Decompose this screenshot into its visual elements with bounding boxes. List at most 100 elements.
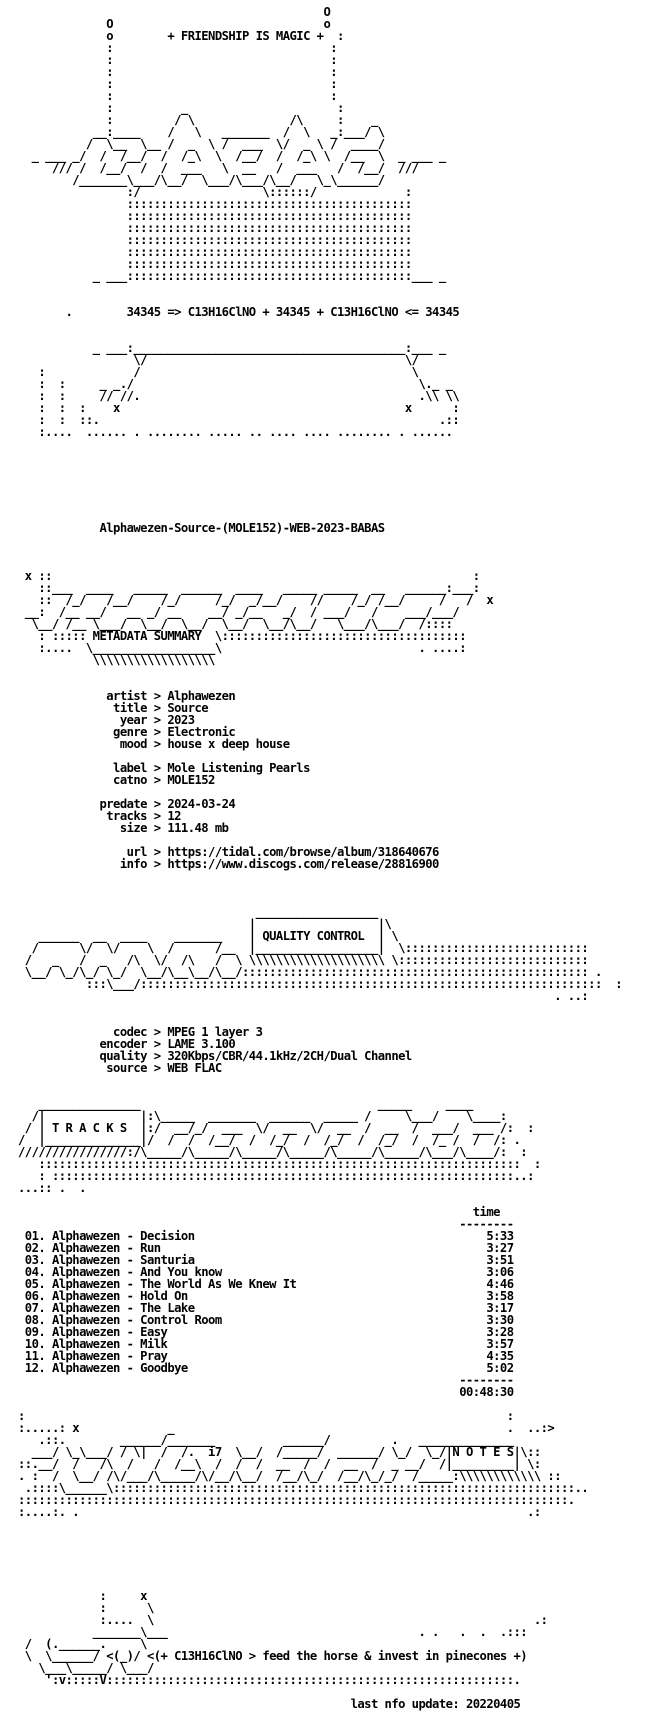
nfo-line: last nfo update: 20220405 <box>18 1697 521 1711</box>
nfo-line: genre > Electronic <box>18 725 236 739</box>
nfo-line: 02. Alphawezen - Run 3:27 <box>18 1241 514 1255</box>
nfo-line: -------- <box>18 1373 514 1387</box>
nfo-line: 12. Alphawezen - Goodbye 5:02 <box>18 1361 514 1375</box>
nfo-line: \__/ \_/\_/ \_/ \__/\__\__/\__/:::::::::… <box>18 965 603 979</box>
nfo-line: ::::::::::::::::::::::::::::::::::::::::… <box>18 221 413 235</box>
nfo-line: : : <box>18 77 338 91</box>
nfo-line: Alphawezen-Source-(MOLE152)-WEB-2023-BAB… <box>18 521 385 535</box>
nfo-line: _ ___ _/ / /__/ / /_\ \ /__/ / /_\ \ /__… <box>18 149 447 163</box>
nfo-line: url > https://tidal.com/browse/album/318… <box>18 845 440 859</box>
nfo-line: / | T R A C K S |:/ __/_/ ___ \/ __ \/ _… <box>18 1121 535 1135</box>
nfo-line: : : <box>18 41 338 55</box>
nfo-line: mood > house x deep house <box>18 737 290 751</box>
nfo-line: label > Mole Listening Pearls <box>18 761 310 775</box>
nfo-line: 08. Alphawezen - Control Room 3:30 <box>18 1313 514 1327</box>
nfo-line: | |\ <box>18 917 392 931</box>
nfo-line: artist > Alphawezen <box>18 689 236 703</box>
nfo-line: encoder > LAME 3.100 <box>18 1037 236 1051</box>
nfo-line: : : <box>18 65 338 79</box>
nfo-line: O o <box>18 17 331 31</box>
nfo-line: :.... ...... . ........ ..... .. .... ..… <box>18 425 453 439</box>
nfo-line: 10. Alphawezen - Milk 3:57 <box>18 1337 514 1351</box>
nfo-line: /| |:\_____ _______ ______ _____ / \___/… <box>18 1109 508 1123</box>
nfo-line: o + FRIENDSHIP IS MAGIC + : <box>18 29 344 43</box>
nfo-line: 11. Alphawezen - Pray 4:35 <box>18 1349 514 1363</box>
nfo-line: ::::::::::::::::::::::::::::::::::::::::… <box>18 245 413 259</box>
nfo-line: ':v:::::V:::::::::::::::::::::::::::::::… <box>18 1673 521 1687</box>
nfo-line: 07. Alphawezen - The Lake 3:17 <box>18 1301 514 1315</box>
nfo-line: ...:: . . <box>18 1181 86 1195</box>
nfo-line: ::::::::::::::::::::::::::::::::::::::::… <box>18 1157 541 1171</box>
nfo-line: /// / /__/ / / ___ \ __ / ___ / /__/ /// <box>18 161 419 175</box>
nfo-line: ::::::::::::::::::::::::::::::::::::::::… <box>18 233 413 247</box>
nfo-line: __: /__ __/ __ _/ __ __/ _/__ _/ / ___/ … <box>18 605 460 619</box>
nfo-line: 00:48:30 <box>18 1385 514 1399</box>
nfo-line: tracks > 12 <box>18 809 181 823</box>
nfo-line: ////////////////:/\_____/\_____/\_____/\… <box>18 1145 528 1159</box>
nfo-line: catno > MOLE152 <box>18 773 215 787</box>
nfo-line: ::::::::::::::::::::::::::::::::::::::::… <box>18 257 413 271</box>
nfo-line: : : : x x : <box>18 401 460 415</box>
nfo-line: title > Source <box>18 701 209 715</box>
nfo-line: year > 2023 <box>18 713 195 727</box>
nfo-line: 01. Alphawezen - Decision 5:33 <box>18 1229 514 1243</box>
nfo-line: 04. Alphawezen - And You know 3:06 <box>18 1265 514 1279</box>
nfo-line: O <box>18 5 331 19</box>
nfo-line: : : ::. .:: <box>18 413 460 427</box>
nfo-line: /_______\___/\__/ \___/\___/\__/ \_\____… <box>18 173 385 187</box>
nfo-line: ::.__/ / /\ / / /__\ / / / __ / / __ / _… <box>18 1457 541 1471</box>
nfo-line: codec > MPEG 1 layer 3 <box>18 1025 263 1039</box>
nfo-line: time <box>18 1205 501 1219</box>
nfo-text: O O o o + FRIENDSHIP IS MAGIC + : : : : … <box>18 5 623 1711</box>
nfo-line: / |______________|/ / / /__/ / /_/ / /_/… <box>18 1133 521 1147</box>
nfo-line: 09. Alphawezen - Easy 3:28 <box>18 1325 514 1339</box>
nfo-line: : ::::::::::::::::::::::::::::::::::::::… <box>18 1169 534 1183</box>
nfo-line: / \__ \__ / _ \ / ___ \/ _ \ / ____/ <box>18 137 385 151</box>
nfo-line: / \/ \/ \ / /__ |__________________| \::… <box>18 941 589 955</box>
nfo-line: __________________ <box>18 905 379 919</box>
nfo-line: ___/ \_\___/ / \| / /. i7 \__/ /_____/ _… <box>18 1445 542 1459</box>
nfo-line: / _ / _ /\ \/ /\ / \ \\\\\\\\\\\\\\\\\\\… <box>18 953 589 967</box>
nfo-line: 03. Alphawezen - Santuria 3:51 <box>18 1253 514 1267</box>
nfo-line: :: /_/ /__/ /_/ /_/ _/__/ // /_/ /__/ / … <box>18 593 494 607</box>
nfo-line: ::::::::::::::::::::::::::::::::::::::::… <box>18 209 413 223</box>
nfo-line: : _ : <box>18 101 344 115</box>
nfo-line: \__/ /__ \___/ \__/ \__/ \__/ \__/\__/ \… <box>18 617 453 631</box>
nfo-line: .::::\______\:::::::::::::::::::::::::::… <box>18 1481 589 1495</box>
nfo-line: : : // //. .\\ \\ <box>18 389 460 403</box>
nfo-line: . 34345 => C13H16ClNO + 34345 + C13H16Cl… <box>18 305 460 319</box>
nfo-line: .::. ______/_______ ______/ . __________… <box>18 1433 514 1447</box>
nfo-line: predate > 2024-03-24 <box>18 797 236 811</box>
nfo-line: : / \ /\ : _ <box>18 113 378 127</box>
nfo-line: ______ __ ____ _______ | QUALITY CONTROL… <box>18 929 399 943</box>
nfo-line: : x <box>18 1589 147 1603</box>
nfo-line: quality > 320Kbps/CBR/44.1kHz/2CH/Dual C… <box>18 1049 412 1063</box>
nfo-line: ::::::::::::::::::::::::::::::::::::::::… <box>18 197 413 211</box>
nfo-line: ::::::::::::::::::::::::::::::::::::::::… <box>18 1493 575 1507</box>
nfo-line: :.....: x _ . ..:> <box>18 1421 555 1435</box>
nfo-line: : : <box>18 89 338 103</box>
nfo-line: : / \ <box>18 365 419 379</box>
nfo-line: __:____ / \ _______ / \ _:___/ \ <box>18 125 385 139</box>
nfo-line: :....:. . .: <box>18 1505 541 1519</box>
nfo-line: : : _ _./ \._ _ <box>18 377 453 391</box>
nfo-line: :/ \::::::/ : <box>18 185 413 199</box>
nfo-line: _______________ _____ ____ <box>18 1097 473 1111</box>
nfo-line: 05. Alphawezen - The World As We Knew It… <box>18 1277 514 1291</box>
nfo-line: . : / \__/ /\/___/\_____/\/__/\__/ /__/\… <box>18 1469 562 1483</box>
nfo-line: source > WEB FLAC <box>18 1061 222 1075</box>
nfo-line: : ::::: METADATA SUMMARY \::::::::::::::… <box>18 629 466 643</box>
nfo-line: :::\___/::::::::::::::::::::::::::::::::… <box>18 977 623 991</box>
nfo-line: :.... \__________________\ . ....: <box>18 641 466 655</box>
nfo-line: -------- <box>18 1217 514 1231</box>
nfo-line: \\\\\\\\\\\\\\\\\\ <box>18 653 216 667</box>
nfo-line: . ..: <box>18 989 589 1003</box>
nfo-line: x :: : <box>18 569 480 583</box>
nfo-line: : : <box>18 53 338 67</box>
nfo-line: ::___ ____ _____ ______ ____ _____ _____… <box>18 581 480 595</box>
nfo-line: 06. Alphawezen - Hold On 3:58 <box>18 1289 514 1303</box>
nfo-line: size > 111.48 mb <box>18 821 229 835</box>
nfo-line: : \ <box>18 1601 154 1615</box>
nfo-line: info > https://www.discogs.com/release/2… <box>18 857 440 871</box>
nfo-line: _ ___:::::::::::::::::::::::::::::::::::… <box>18 269 447 283</box>
